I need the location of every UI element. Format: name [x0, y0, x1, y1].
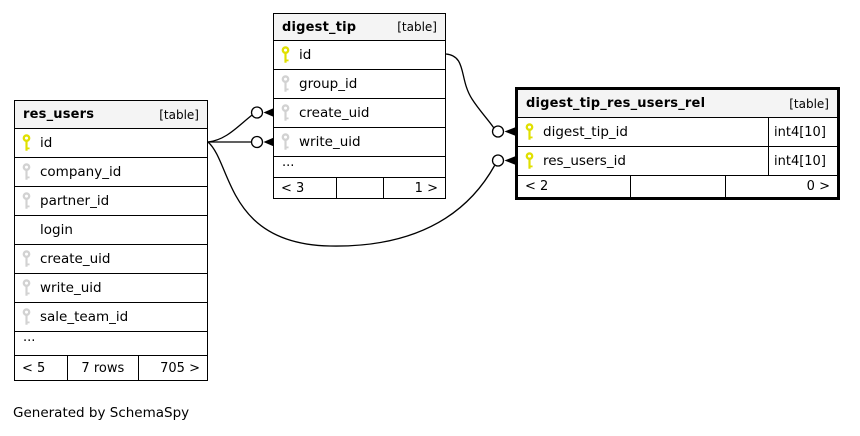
column-row-sale-team-id: sale_team_id — [15, 303, 207, 332]
table-header: digest_tip_res_users_rel [table] — [518, 90, 837, 118]
column-row-group-id: group_id — [274, 70, 445, 99]
foreign-key-icon — [22, 192, 40, 210]
table-title[interactable]: res_users — [23, 107, 95, 122]
column-row-res-users-id: res_users_id int4[10] — [518, 147, 837, 176]
footer-children-count: 1 > — [383, 178, 445, 198]
primary-key-icon — [525, 123, 543, 141]
cardinality-circle — [250, 106, 264, 119]
fk-arrowhead — [263, 107, 275, 118]
column-row-digest-tip-id: digest_tip_id int4[10] — [518, 118, 837, 147]
fk-arrowhead — [504, 126, 517, 137]
generated-by-note: Generated by SchemaSpy — [13, 405, 190, 421]
fk-arrowhead — [504, 155, 517, 166]
foreign-key-icon — [22, 308, 40, 326]
primary-key-icon — [525, 152, 543, 170]
relationship-line-resusers-to-rel — [207, 141, 496, 247]
table-footer: < 2 0 > — [518, 176, 837, 197]
column-row-write-uid: write_uid — [15, 274, 207, 303]
table-digest-tip[interactable]: digest_tip [table] id group_id create_ui… — [273, 13, 446, 199]
foreign-key-icon — [281, 75, 299, 93]
column-name: create_uid — [299, 105, 370, 121]
primary-key-icon — [22, 134, 40, 152]
column-name: digest_tip_id — [543, 124, 628, 140]
column-name: id — [299, 47, 312, 63]
footer-center-cell — [335, 178, 384, 198]
column-row-create-uid: create_uid — [274, 99, 445, 128]
column-row-id: id — [274, 41, 445, 70]
column-row-company-id: company_id — [15, 158, 207, 187]
table-res-users[interactable]: res_users [table] id company_id partner_… — [14, 100, 208, 381]
column-row-write-uid: write_uid — [274, 128, 445, 157]
column-name: create_uid — [40, 251, 111, 267]
footer-parents-count: < 3 — [281, 180, 305, 196]
column-row-id: id — [15, 129, 207, 158]
footer-parents-count: < 5 — [22, 360, 46, 376]
cardinality-circle — [491, 154, 505, 167]
column-name: company_id — [40, 164, 122, 180]
column-type: int4[10] — [768, 147, 837, 175]
column-name: login — [40, 222, 73, 238]
footer-center-cell — [629, 176, 726, 197]
table-header: digest_tip [table] — [274, 14, 445, 41]
table-digest-tip-res-users-rel[interactable]: digest_tip_res_users_rel [table] digest_… — [515, 87, 840, 200]
table-footer: < 5 7 rows 705 > — [15, 356, 207, 380]
footer-rows-count: 7 rows — [66, 356, 138, 380]
column-name: res_users_id — [543, 153, 626, 169]
cardinality-circle — [491, 125, 505, 138]
relationship-line-resusers-to-createuid — [207, 114, 253, 143]
foreign-key-icon — [22, 279, 40, 297]
cardinality-circle — [250, 135, 264, 149]
foreign-key-icon — [281, 104, 299, 122]
column-name: partner_id — [40, 193, 110, 209]
ellipsis-text: ... — [23, 330, 36, 345]
table-type-tag: [table] — [789, 96, 829, 111]
column-name: write_uid — [40, 280, 102, 296]
column-type: int4[10] — [768, 118, 837, 146]
column-name: id — [40, 135, 53, 151]
column-row-create-uid: create_uid — [15, 245, 207, 274]
column-name: group_id — [299, 76, 358, 92]
ellipsis-text: ... — [282, 155, 295, 170]
footer-children-count: 705 > — [137, 356, 207, 380]
table-header: res_users [table] — [15, 101, 207, 129]
foreign-key-icon — [281, 133, 299, 151]
relationship-line-digesttip-to-rel — [445, 53, 495, 128]
table-type-tag: [table] — [397, 20, 437, 34]
table-footer: < 3 1 > — [274, 178, 445, 198]
column-name: write_uid — [299, 134, 361, 150]
column-name: sale_team_id — [40, 309, 129, 325]
fk-arrowhead — [263, 137, 275, 147]
footer-parents-count: < 2 — [525, 179, 549, 194]
foreign-key-icon — [22, 250, 40, 268]
foreign-key-icon — [22, 163, 40, 181]
ellipsis-row: ... — [274, 155, 445, 178]
column-row-login: login — [15, 216, 207, 245]
ellipsis-row: ... — [15, 330, 207, 356]
table-type-tag: [table] — [159, 107, 199, 122]
column-row-partner-id: partner_id — [15, 187, 207, 216]
table-title[interactable]: digest_tip_res_users_rel — [526, 96, 706, 111]
table-title[interactable]: digest_tip — [282, 19, 357, 35]
footer-children-count: 0 > — [725, 176, 837, 197]
primary-key-icon — [281, 46, 299, 64]
